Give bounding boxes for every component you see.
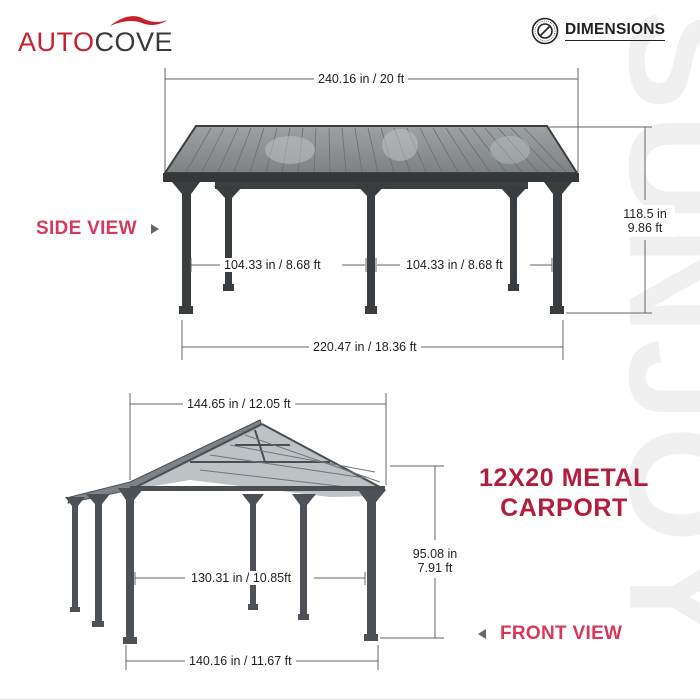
dimensions-seal-icon — [531, 17, 559, 45]
front-roof-width-label: 144.65 in / 12.05 ft — [183, 397, 295, 411]
dimensions-badge: DIMENSIONS — [531, 17, 666, 45]
front-height-dimension — [380, 465, 444, 639]
product-title-line2: CARPORT — [500, 494, 628, 522]
side-base-length-label: 220.47 in / 18.36 ft — [309, 340, 421, 354]
dimensions-heading: DIMENSIONS — [565, 21, 666, 41]
side-height-dimension — [548, 126, 652, 314]
triangle-left-icon — [478, 629, 486, 639]
front-inner-width-label: 130.31 in / 10.85ft — [187, 571, 296, 585]
side-height-in: 118.5 in — [623, 207, 667, 221]
side-height-label: 118.5 in 9.86 ft — [615, 205, 675, 237]
front-inner-width-dimension — [134, 572, 366, 585]
side-view-posts — [172, 182, 572, 314]
front-height-in: 95.08 in — [412, 547, 458, 561]
autocove-logo: AUTOCOVE — [18, 12, 178, 58]
product-title: 12X20 METAL CARPORT — [462, 463, 666, 523]
side-post-span-left-label: 104.33 in / 8.68 ft — [220, 258, 325, 272]
front-view-label: FRONT VIEW — [500, 623, 623, 644]
side-overall-length-label: 240.16 in / 20 ft — [314, 72, 409, 86]
side-post-span-right-label: 104.33 in / 8.68 ft — [402, 258, 507, 272]
side-height-ft: 9.86 ft — [627, 221, 663, 235]
front-view-caption: FRONT VIEW — [478, 623, 622, 645]
triangle-right-icon — [150, 224, 159, 234]
logo-cove-text: COVE — [94, 27, 174, 57]
side-post-span-dimensions — [190, 258, 553, 272]
front-height-ft: 7.91 ft — [417, 561, 453, 575]
svg-text:SUNJOY: SUNJOY — [598, 10, 700, 651]
front-height-label: 95.08 in 7.91 ft — [405, 545, 465, 577]
front-base-width-label: 140.16 in / 11.67 ft — [185, 654, 296, 668]
side-view-caption: SIDE VIEW — [36, 218, 159, 240]
product-title-line1: 12X20 METAL — [478, 464, 650, 492]
front-view-carport — [65, 419, 386, 644]
side-view-label: SIDE VIEW — [36, 218, 137, 239]
sunjoy-watermark: SUNJOY — [598, 10, 700, 651]
logo-auto-text: AUTO — [18, 27, 95, 57]
car-swoosh-icon — [110, 16, 168, 26]
